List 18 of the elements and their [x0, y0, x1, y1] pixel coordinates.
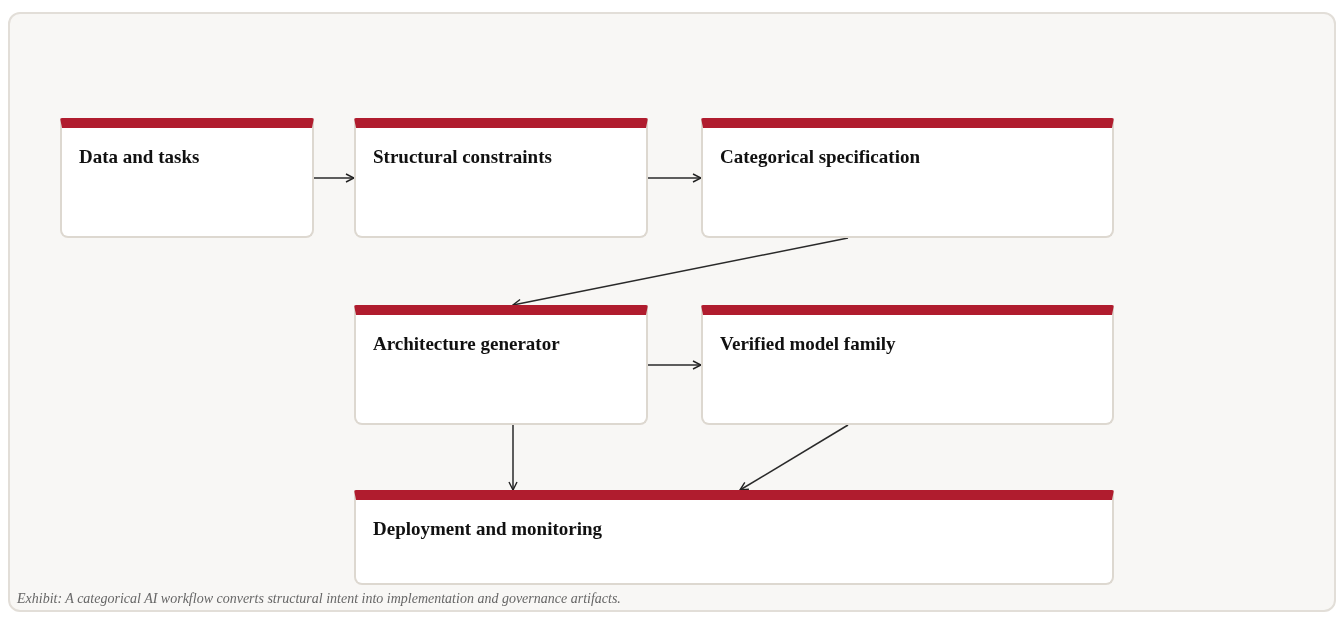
- arrow: [647, 173, 702, 183]
- caption: Exhibit: A categorical AI workflow converts structural intent into implementation and governance artifacts.: [17, 590, 621, 608]
- process-box: [354, 490, 1114, 585]
- process-box: [354, 118, 648, 238]
- box-title: Categorical specification: [720, 145, 921, 169]
- process-box: [701, 118, 1114, 238]
- process-box: [60, 118, 314, 238]
- box-title: Structural constraints: [373, 145, 553, 169]
- process-box: [701, 305, 1114, 425]
- arrow: [647, 360, 702, 370]
- box-title: Architecture generator: [373, 332, 561, 356]
- box-title: Deployment and monitoring: [373, 517, 604, 541]
- arrow: [313, 173, 355, 183]
- arrow: [739, 424, 849, 491]
- box-title: Verified model family: [720, 332, 897, 356]
- arrow: [508, 424, 518, 491]
- process-box: [354, 305, 648, 425]
- box-title: Data and tasks: [79, 145, 201, 169]
